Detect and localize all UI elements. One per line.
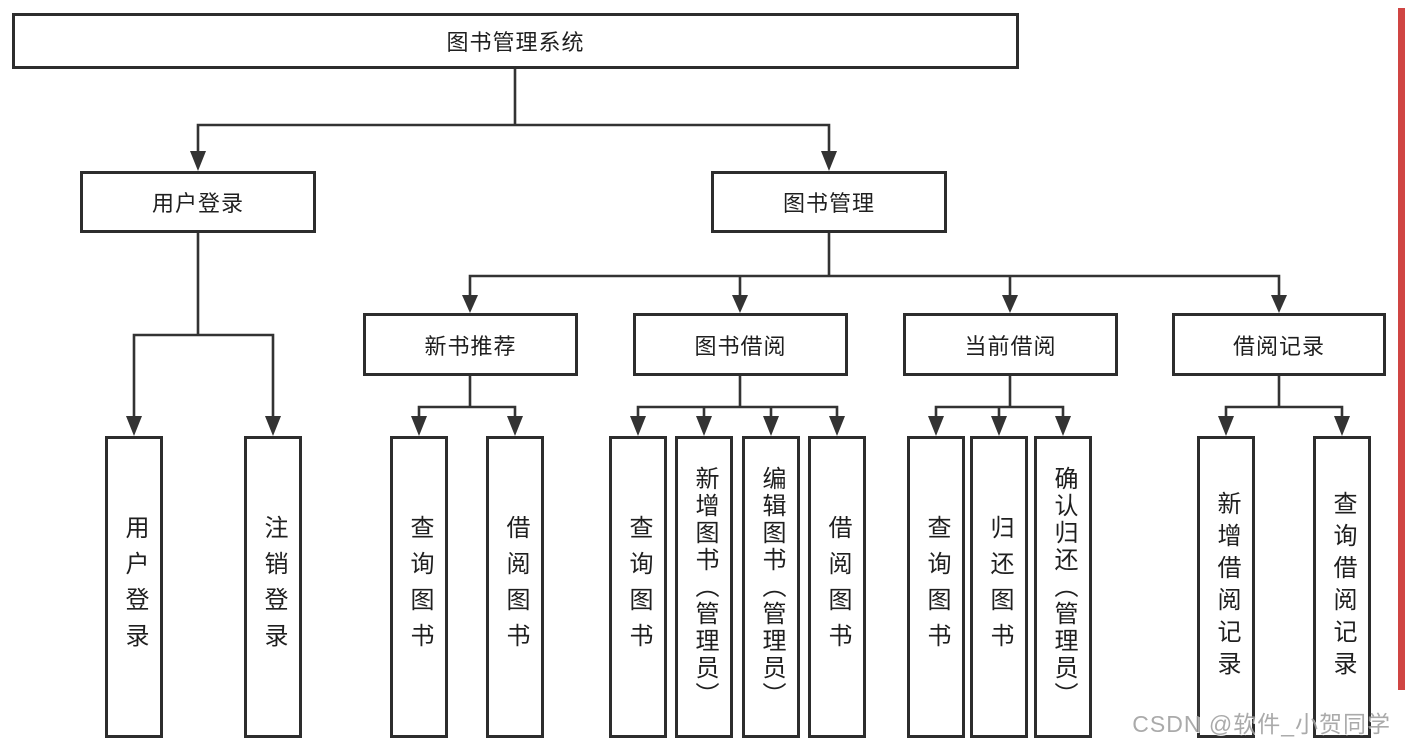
leaf-label: 新增图书（管理员） — [691, 465, 718, 709]
node-label: 用户登录 — [151, 191, 244, 216]
csdn-watermark: CSDN @软件_小贺同学 — [1132, 711, 1391, 737]
node-label: 图书管理系统 — [446, 30, 585, 55]
leaf-label: 新增借阅记录 — [1213, 491, 1240, 683]
node-label: 图书管理 — [782, 191, 875, 216]
node-library-management-system: 图书管理系统 — [12, 13, 1019, 69]
connector-current-split — [934, 376, 1065, 417]
leaf-add-borrow-record: 新增借阅记录 — [1197, 436, 1255, 738]
connector-recommend-split — [417, 376, 517, 417]
node-user-login: 用户登录 — [80, 171, 316, 233]
leaf-add-book-admin: 新增图书（管理员） — [675, 436, 733, 738]
leaf-logout-login: 注销登录 — [244, 436, 302, 738]
connector-root-split — [196, 69, 831, 152]
node-book-borrow: 图书借阅 — [633, 313, 848, 376]
leaf-query-books-current: 查询图书 — [907, 436, 965, 738]
leaf-borrow-books-recommend: 借阅图书 — [486, 436, 544, 738]
leaf-label: 用户登录 — [121, 515, 148, 659]
red-edge-strip — [1398, 8, 1405, 690]
leaf-query-books-borrow: 查询图书 — [609, 436, 667, 738]
leaf-label: 查询图书 — [625, 515, 652, 659]
leaf-label: 借阅图书 — [824, 515, 851, 659]
leaf-label: 确认归还（管理员） — [1050, 465, 1077, 709]
node-current-borrow: 当前借阅 — [903, 313, 1118, 376]
leaf-label: 查询图书 — [406, 515, 433, 659]
leaf-query-books-recommend: 查询图书 — [390, 436, 448, 738]
connector-bookmgmt-split — [468, 233, 1281, 296]
leaf-user-login: 用户登录 — [105, 436, 163, 738]
connector-records-split — [1224, 376, 1344, 417]
node-book-management: 图书管理 — [711, 171, 947, 233]
node-label: 当前借阅 — [964, 333, 1057, 359]
leaf-label: 查询借阅记录 — [1329, 491, 1356, 683]
leaf-label: 查询图书 — [923, 515, 950, 659]
leaf-query-borrow-record: 查询借阅记录 — [1313, 436, 1371, 738]
leaf-return-book: 归还图书 — [970, 436, 1028, 738]
leaf-label: 借阅图书 — [502, 515, 529, 659]
leaf-label: 编辑图书（管理员） — [758, 465, 785, 709]
leaf-label: 归还图书 — [986, 515, 1013, 659]
node-label: 图书借阅 — [694, 333, 787, 359]
node-label: 借阅记录 — [1232, 333, 1325, 359]
node-new-book-recommend: 新书推荐 — [363, 313, 578, 376]
connector-borrow-split — [636, 376, 839, 417]
leaf-label: 注销登录 — [260, 515, 287, 659]
connector-userlogin-split — [132, 233, 275, 417]
leaf-borrow-books: 借阅图书 — [808, 436, 866, 738]
leaf-edit-book-admin: 编辑图书（管理员） — [742, 436, 800, 738]
leaf-confirm-return-admin: 确认归还（管理员） — [1034, 436, 1092, 738]
node-label: 新书推荐 — [424, 333, 517, 359]
arrowheads — [126, 151, 1350, 436]
node-borrow-records: 借阅记录 — [1172, 313, 1386, 376]
